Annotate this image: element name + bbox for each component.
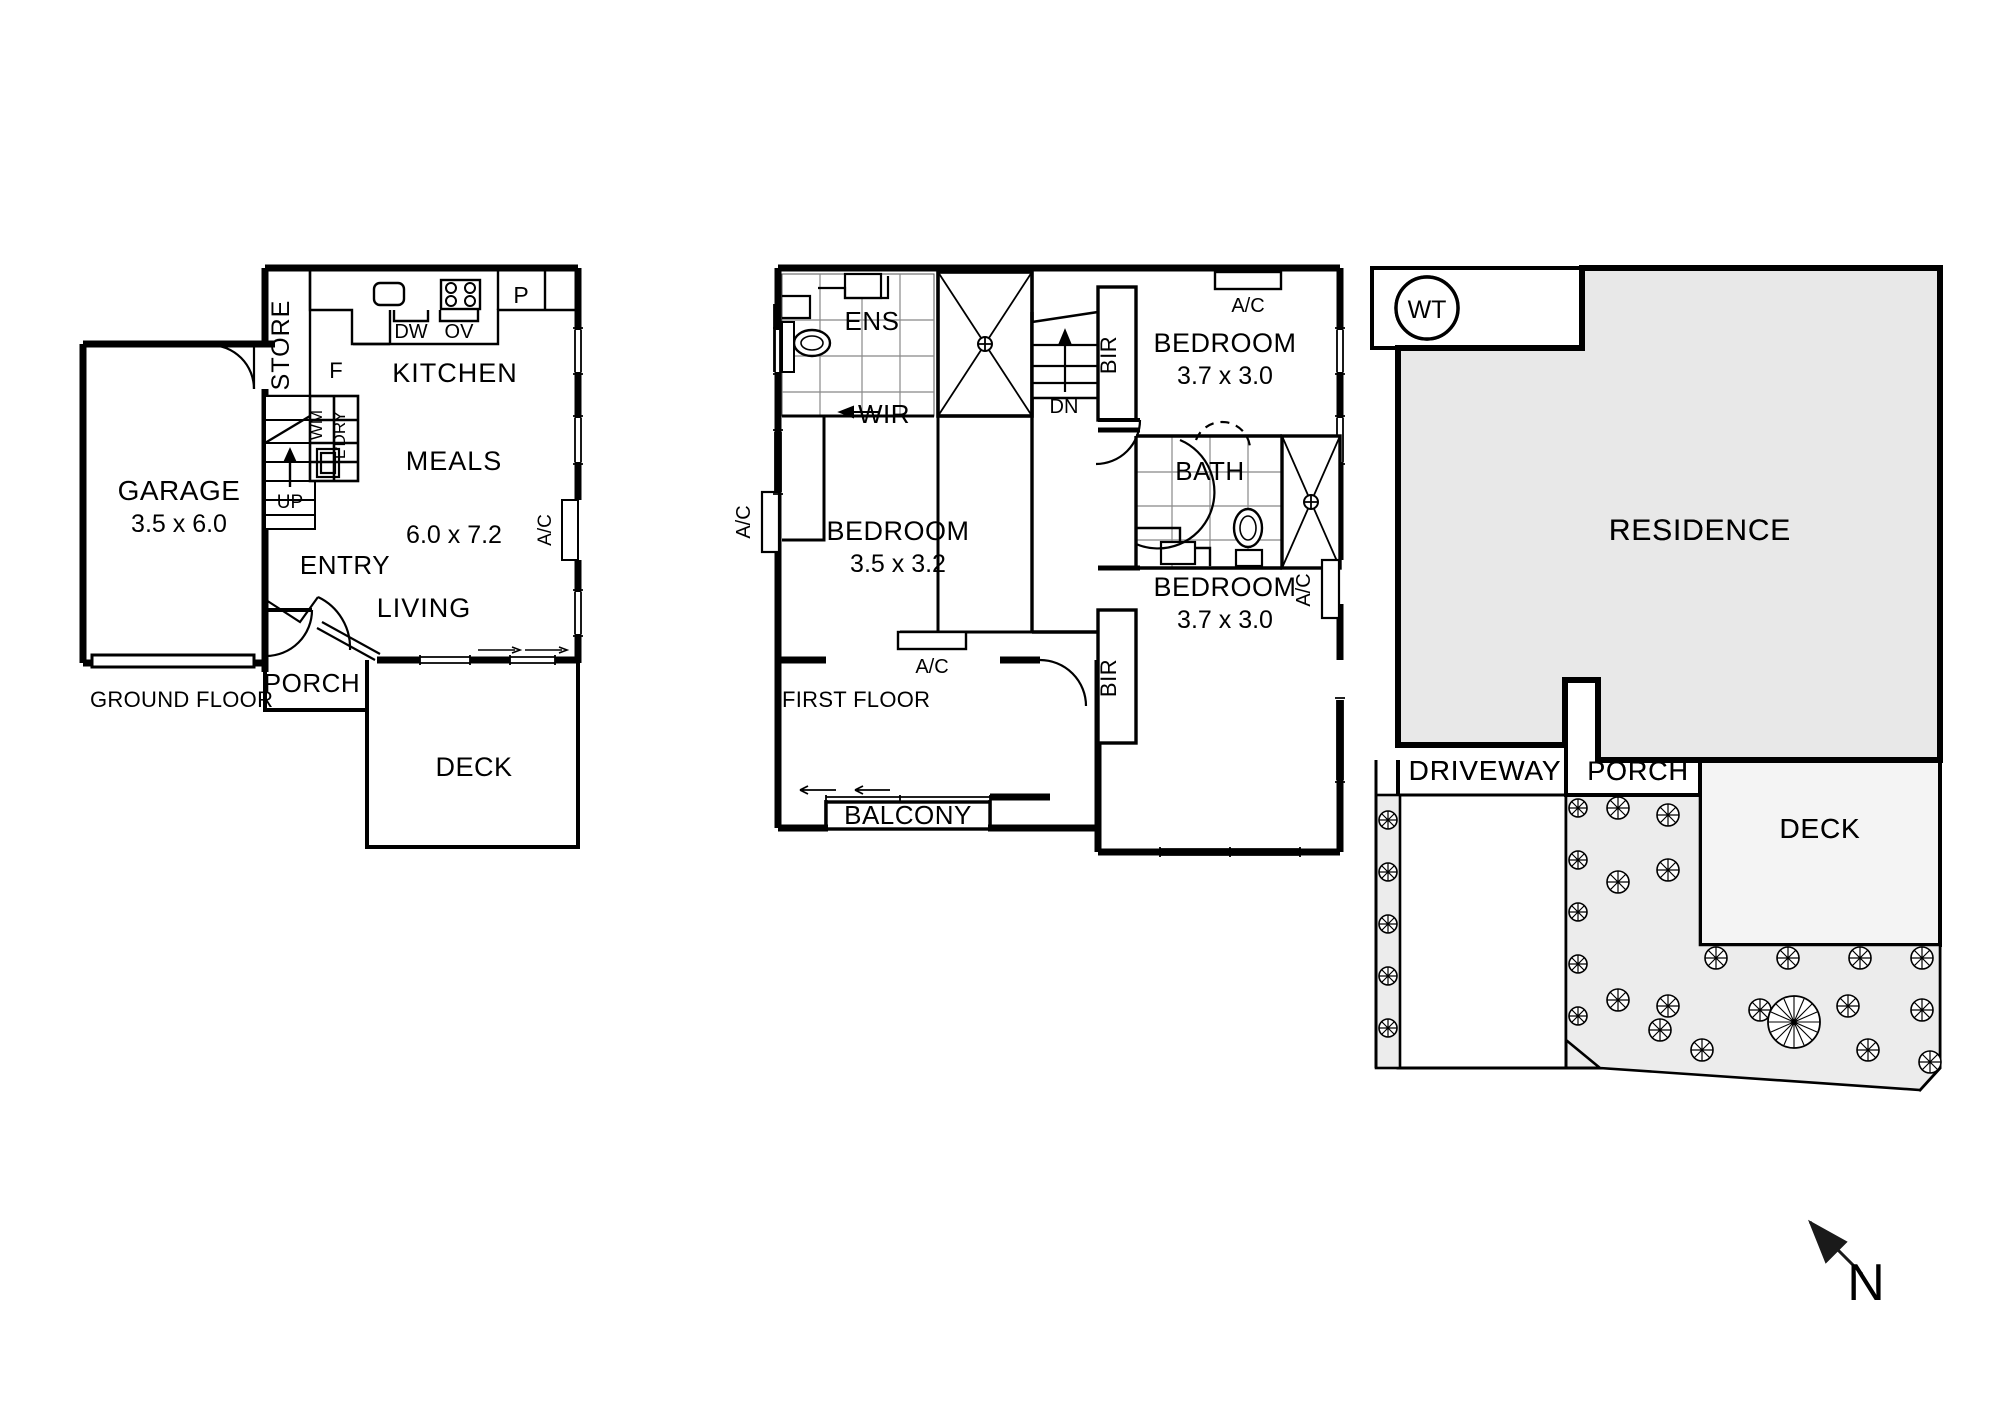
first-floor-plan: ENS WIR A/C DN	[733, 264, 1345, 857]
entry-door-swing	[265, 609, 314, 658]
bedroom1-dims: 3.5 x 3.2	[850, 550, 946, 578]
site-porch-outline	[1564, 745, 1702, 797]
ac-label-first-a: A/C	[915, 656, 948, 678]
store-label: STORE	[267, 300, 295, 391]
bath-door-swing	[1135, 438, 1216, 550]
bedroom1-label: BEDROOM	[826, 516, 969, 546]
fridge-label: F	[329, 358, 342, 383]
ground-windows-right	[573, 327, 583, 637]
wt-label-top: WT	[1408, 296, 1447, 324]
ens-basin-icon	[843, 272, 883, 300]
tree-cluster-hedge-left	[1378, 810, 1398, 1038]
pantry-label: P	[513, 282, 528, 308]
north-arrow: N	[1808, 1219, 1885, 1312]
ac-unit-bedroom2	[1213, 270, 1283, 291]
residence-label: RESIDENCE	[1609, 514, 1791, 547]
wir-cupboard-top	[936, 270, 1034, 418]
wir-label: WIR	[858, 399, 910, 429]
first-windows-right	[1335, 327, 1345, 783]
sink-icon	[372, 281, 406, 307]
bedroom3-windows	[1159, 847, 1301, 857]
garage-door	[90, 653, 256, 669]
wm-label: WM	[307, 410, 326, 440]
ov-label: OV	[445, 321, 475, 343]
wt-circle-icon-top	[1394, 275, 1460, 341]
pantry-cupboard	[496, 268, 547, 310]
living-windows-bottom	[419, 646, 570, 665]
deck-label-ground: DECK	[435, 752, 512, 782]
bath-cupboard	[1280, 434, 1342, 570]
first-window-left-mid	[773, 429, 783, 495]
ac-label-ground: A/C	[535, 514, 556, 546]
garage-dims: 3.5 x 6.0	[131, 510, 227, 538]
site-plan: WT RESIDENCE DECK DECK DRIVEWAY PORCH	[1370, 265, 1943, 1092]
ground-floor-caption: GROUND FLOOR	[90, 687, 273, 712]
meals-label: MEALS	[406, 446, 503, 476]
ac-label-first-b: A/C	[733, 505, 755, 538]
meals-dims: 6.0 x 7.2	[406, 521, 502, 549]
site-deck-label-2: DECK	[1780, 813, 1861, 844]
bir-bottom-label: BIR	[1096, 659, 1121, 697]
bedroom3-label: BEDROOM	[1153, 572, 1296, 602]
bath-label: BATH	[1175, 456, 1244, 486]
cooktop-icon	[439, 278, 482, 311]
balcony-label: BALCONY	[844, 800, 972, 830]
first-floor-caption: FIRST FLOOR	[782, 687, 930, 712]
bath-room	[1134, 420, 1283, 570]
living-label: LIVING	[377, 593, 472, 623]
bathtub-icon	[1194, 420, 1252, 448]
site-deck-fill	[1698, 758, 1942, 947]
ac-label-bedroom3: A/C	[1293, 573, 1315, 606]
ac-unit-ground	[561, 499, 579, 561]
bedroom2-label: BEDROOM	[1153, 328, 1296, 358]
dn-arrow-icon	[1058, 328, 1072, 392]
tree-cluster-garden-middle	[1568, 796, 1680, 1042]
driveway-label-top: DRIVEWAY	[1409, 755, 1562, 786]
bir-top	[1096, 285, 1138, 422]
ac-unit-first-a	[896, 630, 968, 651]
ac-label-bedroom2: A/C	[1231, 295, 1264, 317]
porch-label-ground: PORCH	[264, 668, 360, 698]
garage-label: GARAGE	[118, 475, 241, 506]
ac-unit-first-b	[760, 490, 781, 554]
bedroom2-dims: 3.7 x 3.0	[1177, 362, 1273, 390]
up-label: UP	[277, 492, 303, 513]
ldry-label: L'DRY	[330, 411, 349, 459]
oven-icon	[438, 310, 480, 323]
bedroom3-dims: 3.7 x 3.0	[1177, 606, 1273, 634]
ac-unit-bedroom3	[1320, 558, 1341, 620]
bedroom1-door-swing	[1039, 658, 1088, 707]
north-arrow-shaft-icon	[1808, 1220, 1864, 1276]
driveway-label: DRIVEWAY	[1409, 755, 1562, 786]
ens-label: ENS	[845, 306, 900, 336]
residence-label-top: RESIDENCE	[1609, 514, 1791, 547]
up-arrow-icon	[283, 447, 297, 487]
sliding-door-living	[316, 621, 381, 661]
site-porch-label-top: PORCH	[1587, 756, 1689, 786]
large-tree-icon	[1767, 995, 1821, 1049]
entry-label: ENTRY	[300, 550, 390, 580]
dw-label: DW	[394, 321, 427, 343]
dn-label: DN	[1050, 396, 1079, 418]
north-label: N	[1847, 1254, 1885, 1312]
balcony-box	[824, 800, 992, 831]
first-internal-walls	[1098, 427, 1140, 571]
site-deck-label-top: DECK	[1780, 813, 1861, 844]
front-door	[265, 596, 352, 651]
bedroom-35-room: BEDROOM 3.5 x 3.2	[826, 516, 969, 578]
wt-box-outline	[1370, 266, 1582, 350]
bir-bottom	[1096, 608, 1138, 745]
first-bottom-walls	[774, 660, 1098, 832]
residence-outline-top	[1395, 265, 1943, 763]
ground-floor-plan: A/C STORE DW OV	[79, 264, 583, 849]
stairs-enclosure	[1030, 312, 1098, 634]
kitchen-label: KITCHEN	[392, 358, 518, 388]
dishwasher-icon	[392, 310, 430, 323]
bir-top-label: BIR	[1096, 336, 1121, 374]
tree-cluster-garden-bottom	[1656, 946, 1942, 1074]
driveway-area	[1396, 793, 1568, 1070]
ensuite-room	[773, 272, 935, 419]
laundry-trough-icon	[315, 447, 341, 479]
porch-deck-outline	[263, 660, 580, 849]
